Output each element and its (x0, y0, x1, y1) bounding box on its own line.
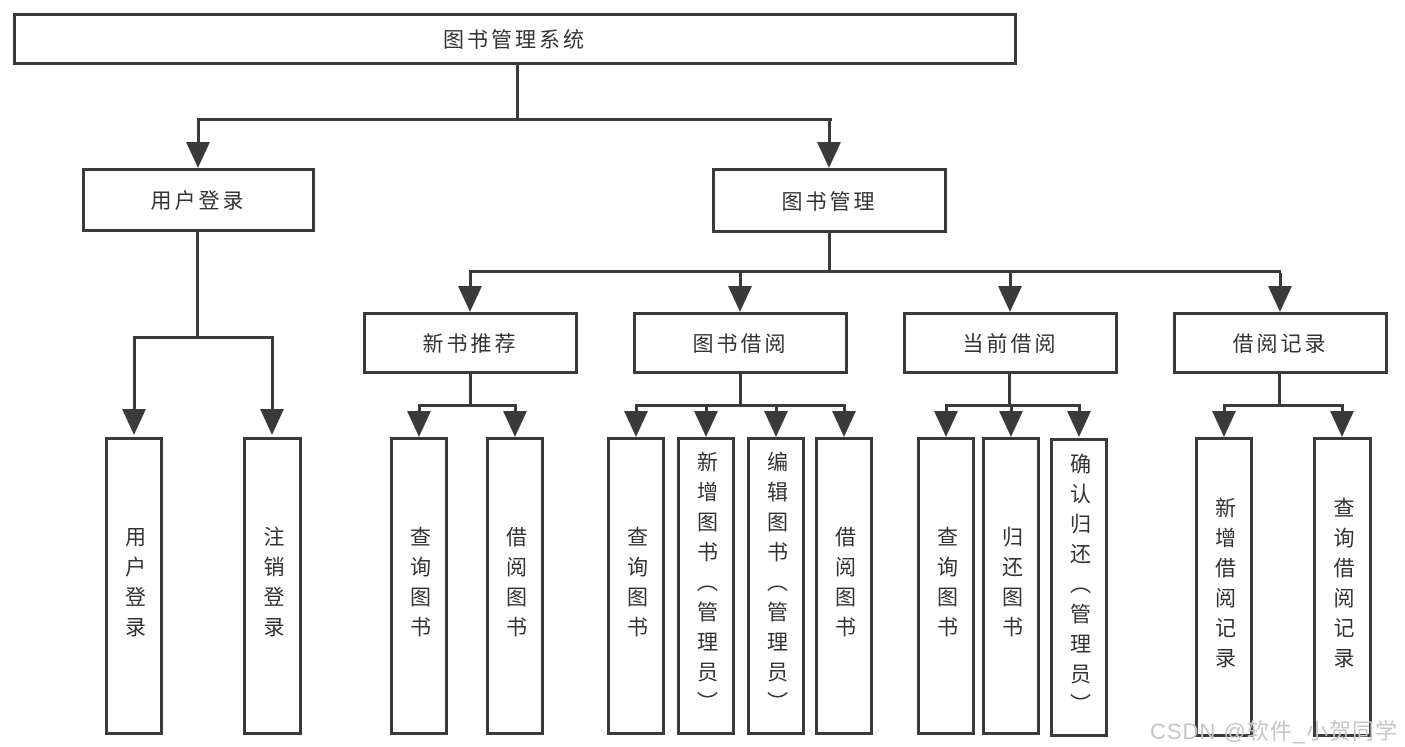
connector-to-new-book (469, 273, 472, 289)
arrow-down-icon (503, 411, 527, 437)
leaf-user-login: 用户登录 (105, 437, 163, 735)
connector-to-user-login (197, 121, 200, 145)
arrow-down-icon (934, 411, 958, 437)
connector-borrow-record-rail (1223, 404, 1344, 407)
leaf-label: 借阅图书 (503, 526, 527, 646)
arrow-down-icon (1330, 411, 1354, 437)
leaf-return-books: 归还图书 (982, 437, 1040, 735)
arrow-down-icon (694, 411, 718, 437)
connector-current-borrow-stem (1008, 374, 1011, 406)
leaf-label: 归还图书 (999, 526, 1023, 646)
leaf-label: 查询图书 (934, 526, 958, 646)
leaf-label: 编辑图书（管理员） (764, 451, 788, 721)
arrow-down-icon (624, 411, 648, 437)
connector-to-book-management (828, 121, 831, 145)
node-book-borrowing: 图书借阅 (633, 312, 848, 374)
node-new-book-recommendation: 新书推荐 (363, 312, 578, 374)
arrow-down-icon (832, 411, 856, 437)
csdn-watermark: CSDN @软件_小贺同学 (1150, 719, 1399, 744)
leaf-label: 新增图书（管理员） (694, 451, 718, 721)
connector-root-stem (516, 65, 519, 120)
leaf-add-borrow-record: 新增借阅记录 (1195, 437, 1253, 737)
leaf-confirm-return-admin: 确认归还（管理员） (1050, 438, 1108, 737)
leaf-label: 用户登录 (122, 526, 146, 646)
arrow-down-icon (1067, 411, 1091, 437)
leaf-label: 借阅图书 (832, 526, 856, 646)
connector-to-current-borrow (1009, 273, 1012, 289)
connector-borrow-record-stem (1278, 374, 1281, 406)
connector-new-book-stem (469, 374, 472, 406)
connector-to-login-leaf (133, 339, 136, 411)
leaf-query-borrow-record: 查询借阅记录 (1313, 437, 1372, 737)
leaf-label: 注销登录 (261, 526, 284, 646)
leaf-label: 查询借阅记录 (1331, 497, 1354, 677)
arrow-down-icon (764, 411, 788, 437)
arrow-down-icon (998, 286, 1022, 312)
node-book-management: 图书管理 (712, 168, 947, 233)
leaf-query-books-1: 查询图书 (390, 437, 448, 735)
leaf-query-books-2: 查询图书 (607, 437, 665, 735)
connector-book-borrow-stem (739, 374, 742, 406)
leaf-label: 查询图书 (407, 526, 431, 646)
connector-current-borrow-rail (945, 404, 1081, 407)
connector-to-borrow-record (1279, 273, 1282, 289)
connector-user-login-stem (196, 232, 199, 338)
leaf-label: 新增借阅记录 (1212, 497, 1236, 677)
leaf-label: 确认归还（管理员） (1067, 452, 1091, 723)
arrow-down-icon (407, 411, 431, 437)
arrow-down-icon (728, 286, 752, 312)
arrow-down-icon (999, 411, 1023, 437)
arrow-down-icon (260, 409, 284, 435)
node-user-login: 用户登录 (82, 168, 315, 232)
leaf-borrow-books-2: 借阅图书 (815, 437, 873, 735)
connector-to-book-borrow (739, 273, 742, 289)
arrow-down-icon (1268, 286, 1292, 312)
node-borrowing-records: 借阅记录 (1173, 312, 1388, 374)
arrow-down-icon (458, 286, 482, 312)
connector-to-logout-leaf (271, 339, 274, 411)
connector-level3-rail (469, 270, 1281, 273)
leaf-add-books-admin: 新增图书（管理员） (677, 437, 735, 735)
connector-level1-rail (197, 118, 832, 121)
arrow-down-icon (1212, 411, 1236, 437)
leaf-query-books-3: 查询图书 (917, 437, 975, 735)
arrow-down-icon (817, 142, 841, 168)
leaf-label: 查询图书 (624, 526, 648, 646)
arrow-down-icon (186, 142, 210, 168)
leaf-edit-books-admin: 编辑图书（管理员） (747, 437, 805, 735)
leaf-borrow-books-1: 借阅图书 (486, 437, 544, 735)
arrow-down-icon (122, 409, 146, 435)
node-current-borrowing: 当前借阅 (903, 312, 1118, 374)
node-library-management-system: 图书管理系统 (13, 13, 1017, 65)
connector-user-login-rail (133, 336, 274, 339)
connector-book-borrow-rail (635, 404, 846, 407)
connector-book-management-stem (828, 233, 831, 272)
connector-new-book-rail (418, 404, 517, 407)
leaf-logout: 注销登录 (243, 437, 302, 735)
